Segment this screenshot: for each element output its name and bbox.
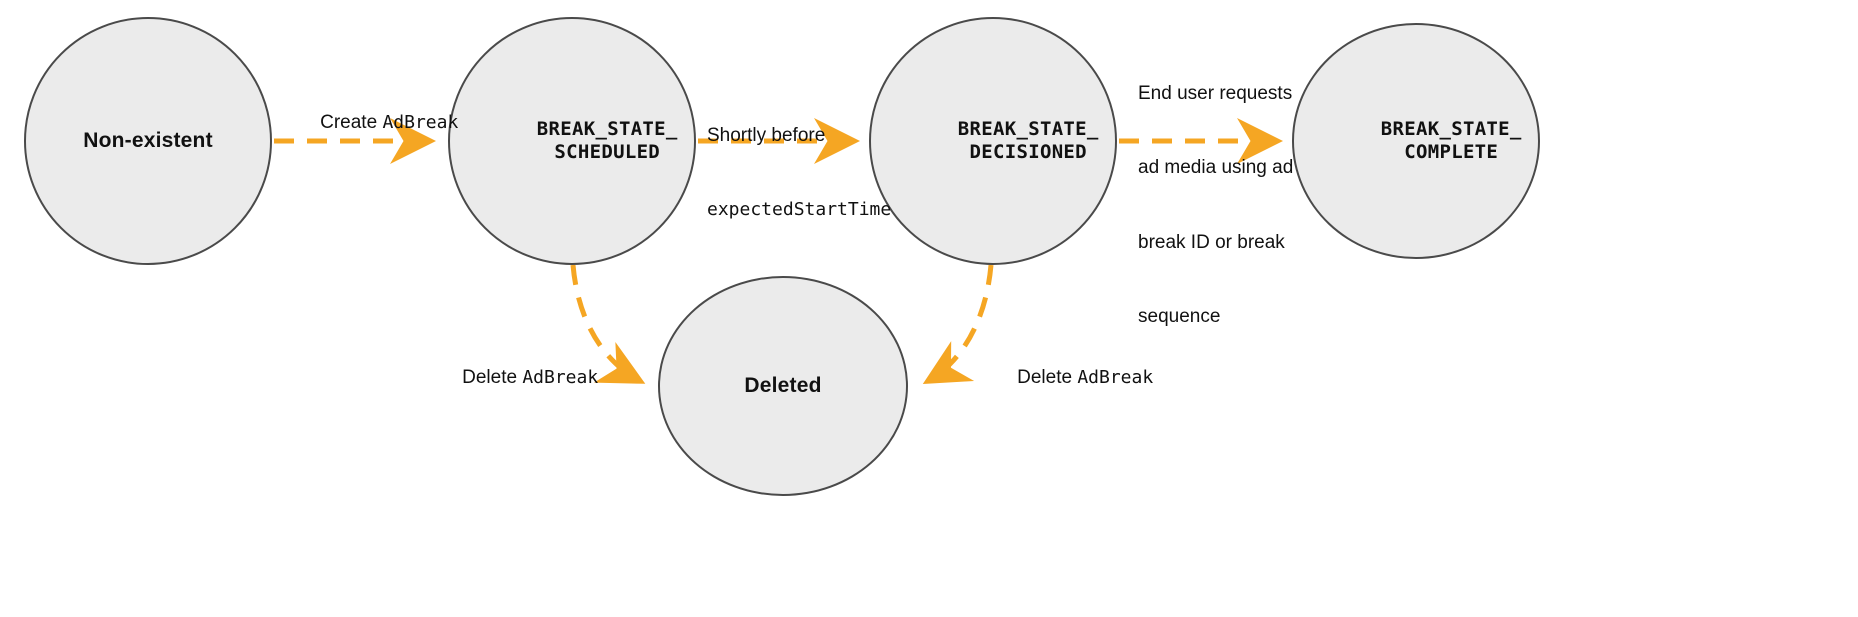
node-non-existent-label: Non-existent	[83, 129, 213, 153]
node-label-line-1: BREAK_STATE_	[1380, 117, 1522, 140]
node-break-state-scheduled-label: BREAK_STATE_ SCHEDULED	[466, 95, 678, 188]
node-label-line-2: DECISIONED	[969, 141, 1087, 163]
node-label-line-2: COMPLETE	[1404, 141, 1499, 163]
node-break-state-scheduled[interactable]: BREAK_STATE_ SCHEDULED	[448, 17, 696, 265]
node-break-state-decisioned[interactable]: BREAK_STATE_ DECISIONED	[869, 17, 1117, 265]
node-non-existent[interactable]: Non-existent	[24, 17, 272, 265]
node-label-line-2: SCHEDULED	[554, 141, 661, 163]
node-deleted-label: Deleted	[744, 374, 822, 398]
edge-delete-adbreak-scheduled	[570, 264, 646, 384]
node-break-state-decisioned-label: BREAK_STATE_ DECISIONED	[887, 95, 1099, 188]
node-deleted[interactable]: Deleted	[658, 276, 908, 496]
node-label-line-1: BREAK_STATE_	[536, 117, 678, 140]
node-break-state-complete-label: BREAK_STATE_ COMPLETE	[1310, 95, 1522, 188]
node-label-line-1: BREAK_STATE_	[957, 117, 1099, 140]
edge-delete-adbreak-decisioned	[922, 264, 994, 384]
node-break-state-complete[interactable]: BREAK_STATE_ COMPLETE	[1292, 23, 1540, 259]
